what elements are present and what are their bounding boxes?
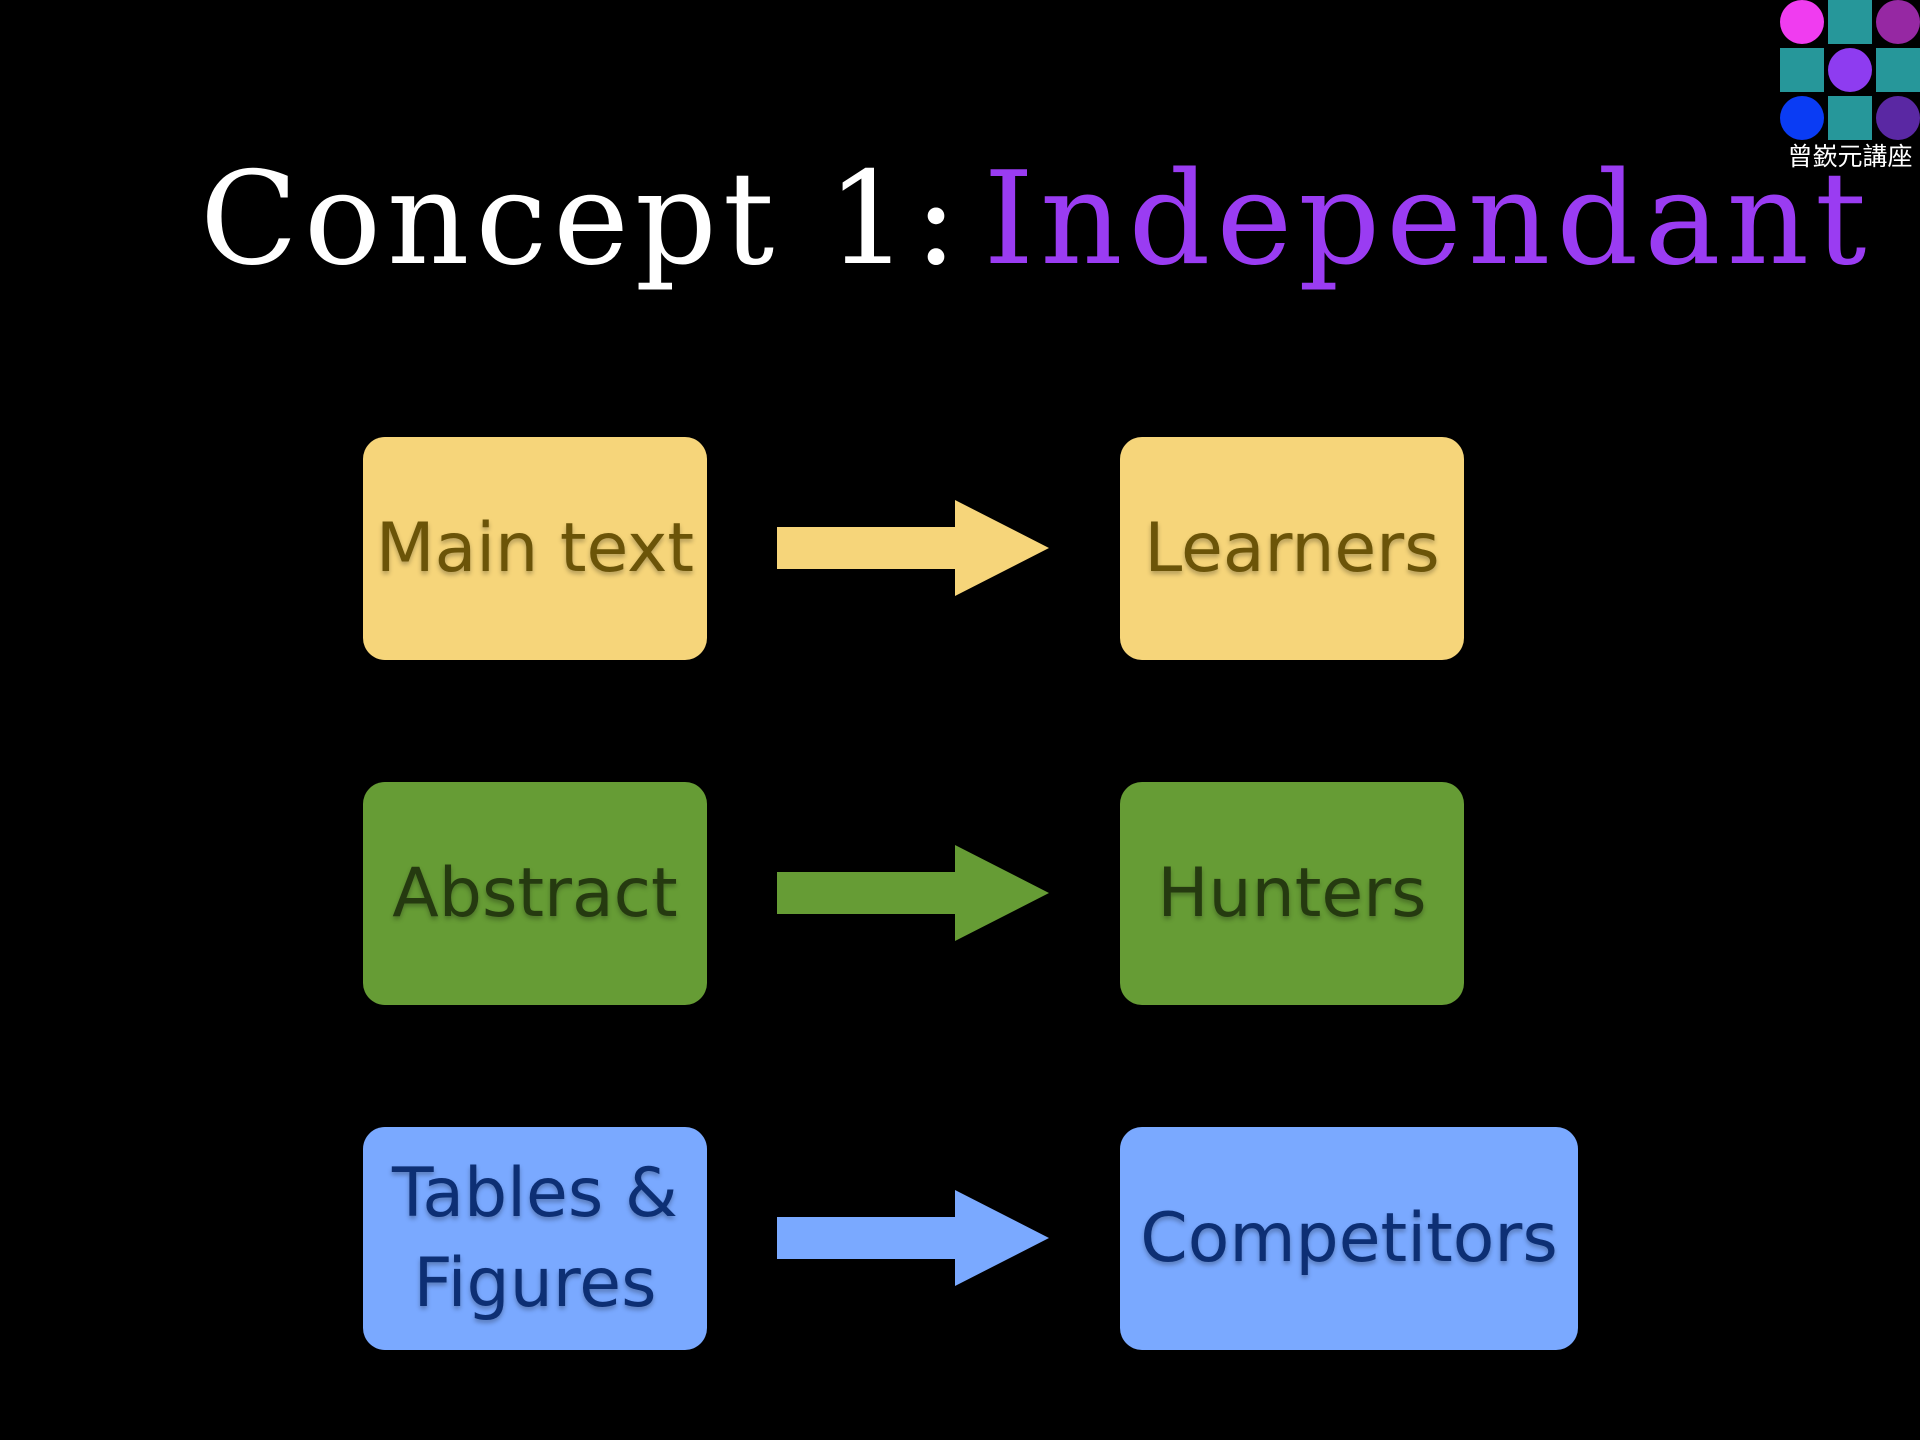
source-box-tables-figures: Tables & Figures — [363, 1127, 707, 1350]
source-label: Abstract — [392, 853, 678, 933]
logo-caption: 曾嶔元講座 — [1787, 142, 1913, 171]
source-box-main-text: Main text — [363, 437, 707, 660]
title-highlight: Independant — [983, 145, 1873, 294]
target-box-competitors: Competitors — [1120, 1127, 1578, 1350]
right-arrow-icon — [777, 845, 1049, 941]
source-label: Tables & Figures — [392, 1153, 678, 1323]
source-box-abstract: Abstract — [363, 782, 707, 1005]
slide-title: Concept 1:Independant — [200, 140, 1872, 300]
target-box-learners: Learners — [1120, 437, 1464, 660]
title-prefix: Concept 1: — [200, 145, 964, 294]
target-label: Hunters — [1157, 853, 1427, 933]
right-arrow-icon — [777, 1190, 1049, 1286]
logo-grid-icon — [1780, 0, 1920, 140]
right-arrow-icon — [777, 500, 1049, 596]
target-box-hunters: Hunters — [1120, 782, 1464, 1005]
logo: 曾嶔元講座 — [1780, 0, 1920, 180]
target-label: Competitors — [1140, 1198, 1558, 1278]
target-label: Learners — [1144, 508, 1440, 588]
source-label: Main text — [375, 508, 695, 588]
